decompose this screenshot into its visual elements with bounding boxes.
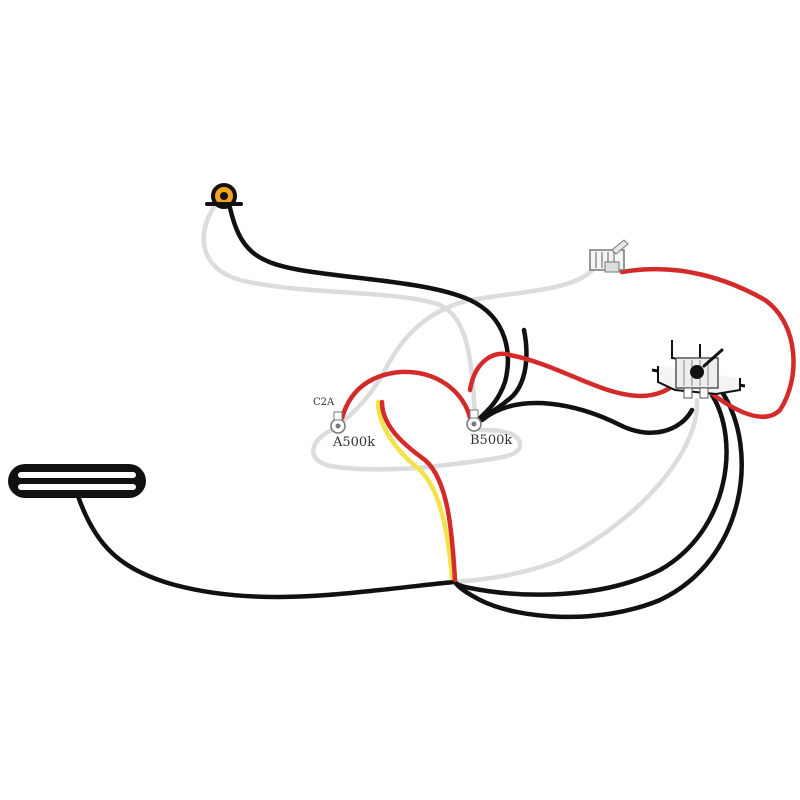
black-wire-pickup-to-junction xyxy=(75,493,458,600)
pot-a-label: A500k xyxy=(332,435,375,450)
white-wire-ground-loop xyxy=(311,427,523,472)
capacitor: C2A xyxy=(313,397,335,408)
red-wire-capacitor-to-junction xyxy=(379,399,458,583)
white-wires xyxy=(201,201,700,585)
red-wire-toggle-to-selector xyxy=(619,266,796,419)
selector-knob-icon xyxy=(690,365,704,379)
black-wires xyxy=(75,205,744,620)
black-wire-pot-b-to-selector xyxy=(479,400,695,435)
white-wire-selector-to-junction xyxy=(452,397,700,585)
red-wire-pot-a-to-junction xyxy=(339,369,473,421)
humbucker-pickup xyxy=(8,464,146,498)
white-wire-toggle-to-pot-a xyxy=(335,259,601,428)
yellow-wires xyxy=(375,399,455,581)
red-wires xyxy=(339,266,796,583)
pot-b-label: B500k xyxy=(470,433,512,448)
pickup-selector-switch xyxy=(651,340,746,399)
capacitor-label: C2A xyxy=(313,397,335,408)
black-wire-jack-tip-to-pot-b xyxy=(227,205,511,421)
toggle-switch xyxy=(589,239,629,273)
white-wire-jack-sleeve-to-pot-b xyxy=(201,201,478,421)
output-jack xyxy=(205,183,243,209)
pot-a: A500k xyxy=(330,411,375,450)
red-wire-pot-b-to-selector xyxy=(467,351,679,399)
yellow-wire-capacitor-lead xyxy=(375,399,455,581)
pot-b: B500k xyxy=(466,409,512,448)
black-wire-selector-loop-2 xyxy=(452,389,744,620)
toggle-lever-icon xyxy=(611,239,629,255)
black-wire-selector-loop-1 xyxy=(452,392,729,597)
